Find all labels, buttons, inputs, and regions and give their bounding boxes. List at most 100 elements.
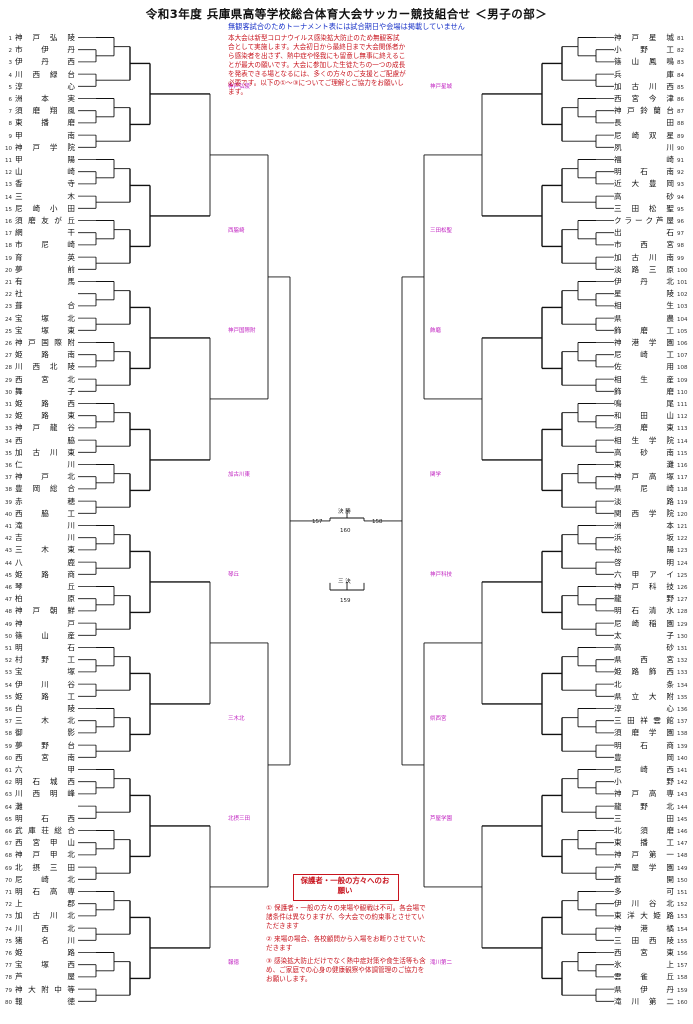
no-spectator-note: 無観客試合のためトーナメント表には試合期日や会場は掲載していません [228, 22, 465, 31]
team-name: 尼崎小田 [15, 203, 75, 213]
team-seed-number: 117 [677, 475, 688, 482]
team-name: 上郡 [15, 899, 75, 909]
team-seed-number: 138 [677, 731, 688, 738]
team-name: 出石 [614, 228, 674, 238]
team-seed-number: 142 [677, 780, 688, 787]
team-seed-number: 102 [677, 292, 688, 299]
team-seed-number: 110 [677, 389, 688, 396]
team-name: 三木 [15, 191, 75, 201]
venue-label: 神戸星城 [430, 83, 453, 90]
team-name: 六甲 [15, 765, 75, 774]
team-name: 西宮北 [15, 374, 75, 384]
team-seed-number: 149 [677, 865, 688, 872]
team-name: 明石城西 [15, 777, 75, 787]
team-name: 啓明 [614, 557, 674, 567]
team-name: 仁川 [15, 460, 75, 469]
venue-label: 県西宮 [430, 715, 447, 722]
team-seed-number: 93 [677, 182, 684, 189]
team-seed-number: 131 [677, 646, 688, 652]
team-seed-number: 97 [677, 231, 684, 238]
team-seed-number: 126 [677, 585, 688, 591]
team-name: 蒼開 [614, 874, 674, 884]
team-seed-number: 51 [5, 646, 12, 652]
team-name: 滝川第二 [614, 996, 674, 1006]
team-seed-number: 122 [677, 536, 688, 543]
team-name: 松陽 [614, 545, 674, 555]
team-seed-number: 29 [5, 377, 12, 384]
team-name: 甲南 [15, 130, 75, 140]
team-seed-number: 55 [5, 694, 12, 701]
team-name: 神戸弘陵 [15, 33, 75, 42]
covid-notice: 本大会は新型コロナウイルス感染拡大防止のため無観客試合として実施します。大会初日… [228, 34, 406, 96]
team-name: 豊岡 [614, 752, 674, 762]
team-seed-number: 80 [5, 999, 12, 1006]
team-seed-number: 156 [677, 951, 688, 957]
team-seed-number: 2 [8, 48, 13, 55]
team-name: 川西北陵 [15, 362, 75, 372]
team-seed-number: 76 [5, 951, 12, 957]
team-name: 飾磨 [614, 386, 674, 396]
team-seed-number: 85 [677, 84, 684, 91]
team-seed-number: 105 [677, 328, 688, 335]
team-name: 伊川谷北 [614, 899, 674, 909]
team-name: 市西宮 [614, 240, 674, 250]
team-name: 神戸国際附 [15, 338, 75, 347]
team-name: 山崎 [15, 167, 75, 177]
team-name: 神戸龍谷 [15, 423, 75, 433]
team-name: 宝塚西 [15, 960, 75, 970]
team-seed-number: 150 [677, 877, 688, 884]
team-seed-number: 60 [5, 755, 12, 762]
team-name: 三田祥雲館 [614, 716, 674, 726]
team-name: 県立大附 [614, 691, 674, 701]
team-name: 伊川谷 [15, 679, 75, 689]
team-seed-number: 69 [5, 865, 12, 872]
team-name: 明石西 [15, 813, 75, 823]
team-seed-number: 128 [677, 609, 688, 616]
team-name: 神港橘 [614, 923, 674, 933]
team-name: 多可 [614, 887, 674, 896]
team-name: 長田 [614, 118, 674, 128]
team-seed-number: 147 [677, 841, 688, 848]
team-seed-number: 115 [677, 450, 688, 457]
team-name: 太子 [614, 630, 674, 640]
team-seed-number: 139 [677, 743, 688, 750]
team-name: 県農 [614, 313, 674, 323]
team-seed-number: 79 [5, 987, 12, 994]
team-name: 県西宮 [614, 655, 674, 665]
team-name: 姫路 [15, 948, 75, 957]
team-seed-number: 35 [5, 450, 12, 457]
team-name: 東播工 [614, 838, 674, 848]
team-name: 宝塚 [15, 667, 75, 677]
team-seed-number: 113 [677, 426, 688, 433]
team-name: 明石高専 [15, 887, 75, 896]
team-seed-number: 34 [5, 438, 12, 445]
